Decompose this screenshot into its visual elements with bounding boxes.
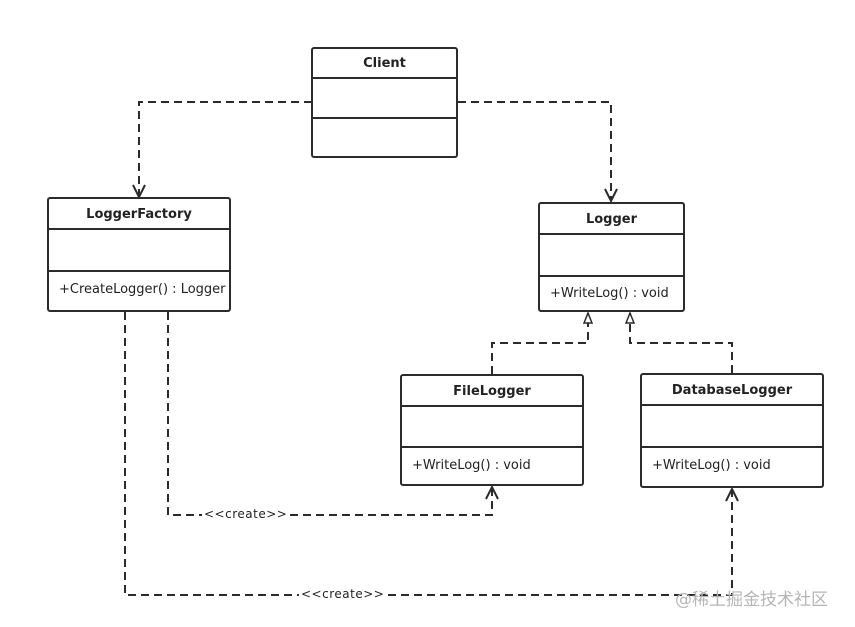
filelogger-class: FileLogger +WriteLog() : void — [400, 374, 584, 486]
watermark-text: @稀土掘金技术社区 — [675, 590, 828, 610]
databaselogger-class: DatabaseLogger +WriteLog() : void — [640, 373, 824, 488]
client-to-loggerfactory-dependency — [139, 101, 312, 197]
operation-createlogger: +CreateLogger() : Logger — [59, 282, 226, 297]
operation-writelog: +WriteLog() : void — [412, 458, 531, 473]
databaselogger-realizes-logger — [630, 313, 733, 373]
attributes-compartment — [642, 406, 822, 448]
class-name: Client — [313, 49, 456, 79]
create-stereotype-label: <<create>> — [299, 587, 387, 601]
attributes-compartment — [49, 230, 229, 272]
create-stereotype-label: <<create>> — [202, 507, 290, 521]
attributes-compartment — [540, 235, 683, 277]
attributes-compartment — [313, 79, 456, 119]
attributes-compartment — [402, 407, 582, 448]
client-to-logger-dependency — [458, 101, 611, 201]
class-name: FileLogger — [402, 376, 582, 407]
logger-class: Logger +WriteLog() : void — [538, 202, 685, 312]
operation-writelog: +WriteLog() : void — [652, 458, 771, 473]
loggerfactory-creates-databaselogger — [124, 312, 732, 596]
class-name: DatabaseLogger — [642, 375, 822, 406]
filelogger-realizes-logger — [491, 313, 588, 374]
operation-writelog: +WriteLog() : void — [550, 286, 669, 301]
loggerfactory-creates-filelogger — [167, 312, 492, 516]
loggerfactory-class: LoggerFactory +CreateLogger() : Logger — [47, 197, 231, 312]
client-class: Client — [311, 47, 458, 158]
class-name: Logger — [540, 204, 683, 235]
class-name: LoggerFactory — [49, 199, 229, 230]
